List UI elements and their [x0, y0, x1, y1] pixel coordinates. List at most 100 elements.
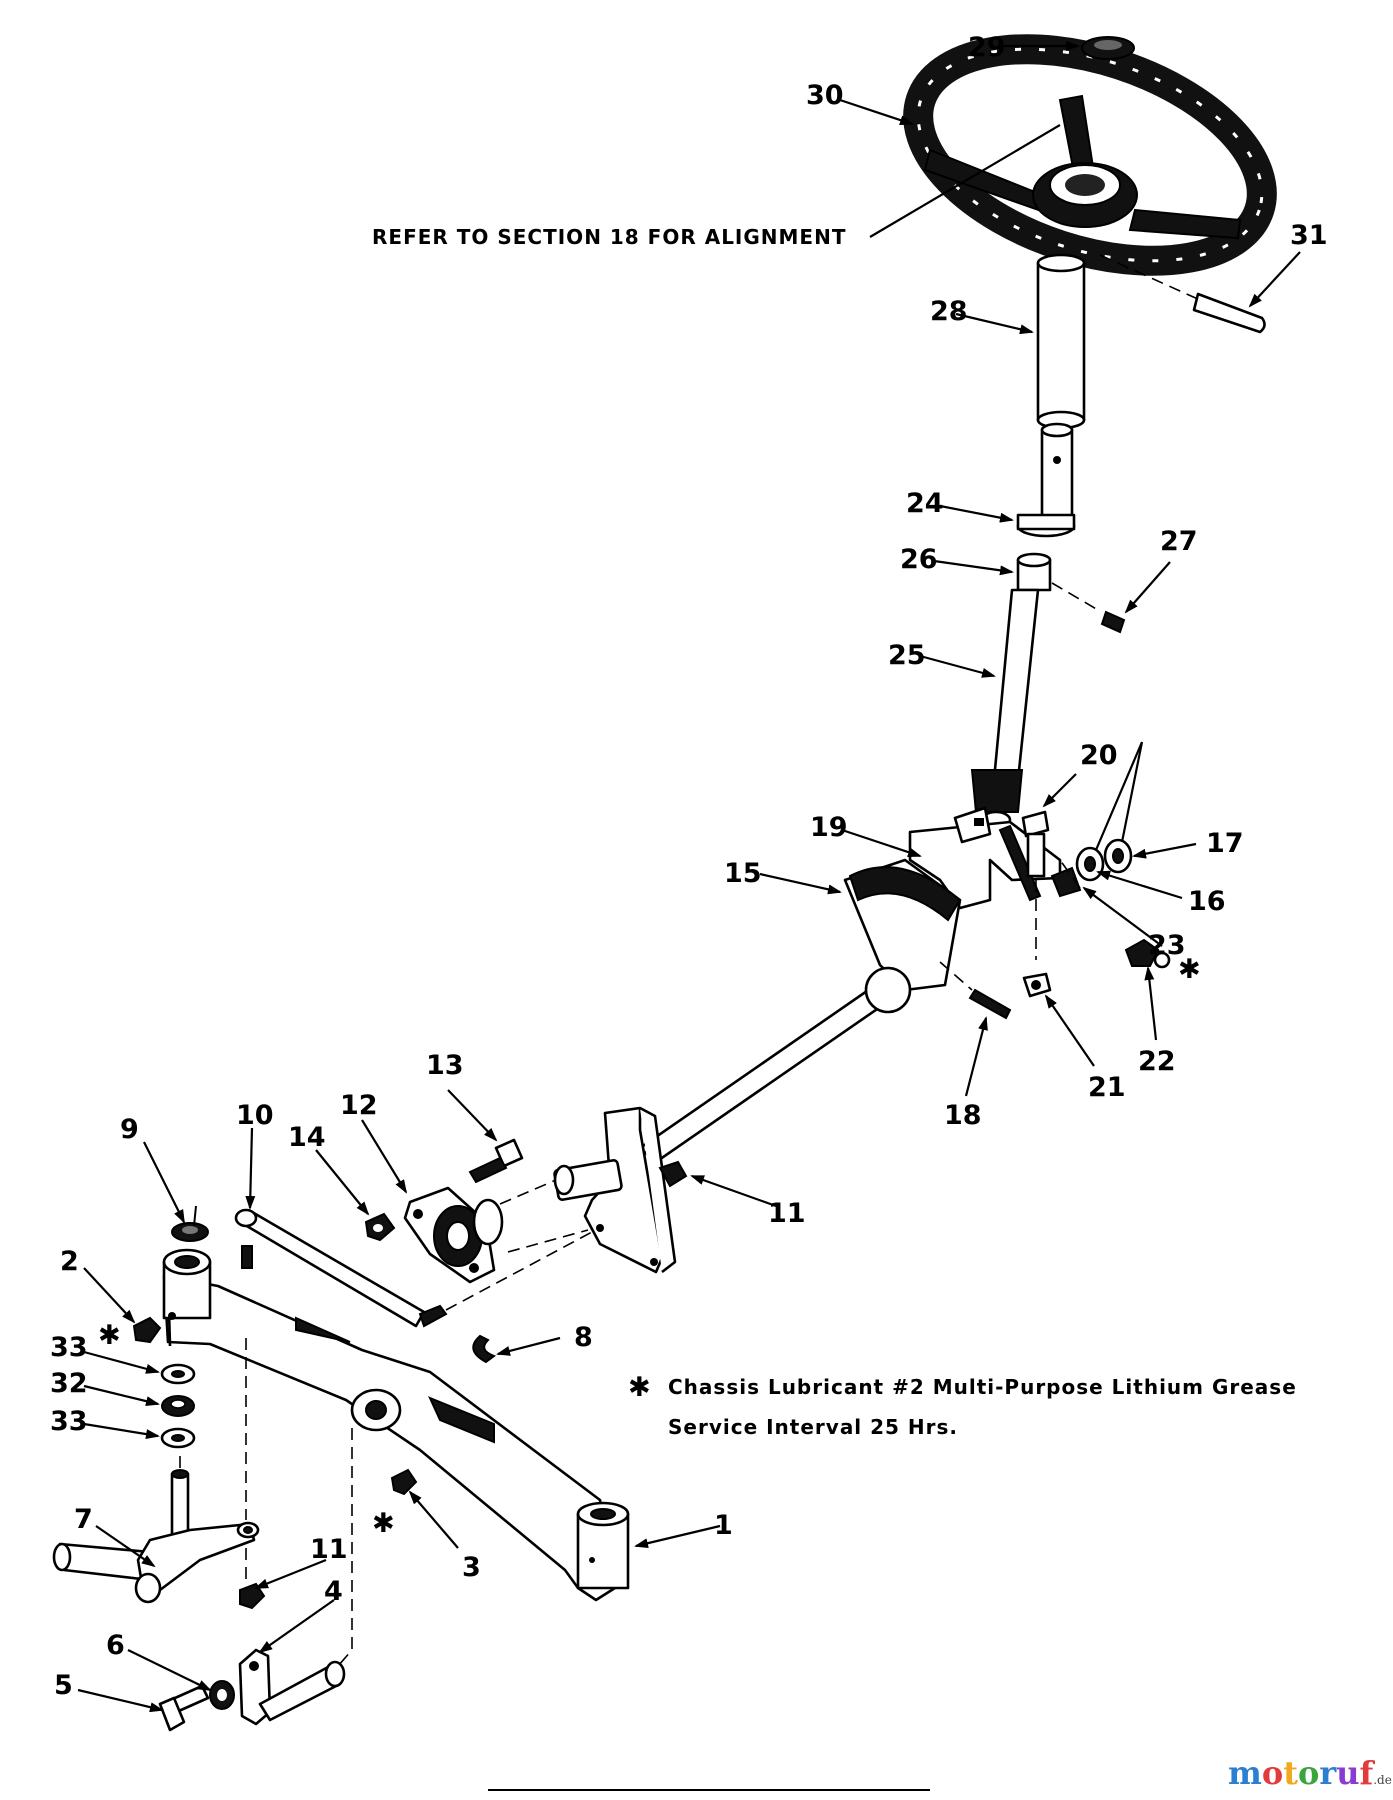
sector-shaft	[638, 966, 912, 1164]
lube-symbol-22: ✱	[1178, 954, 1201, 985]
leader-33b	[83, 1422, 160, 1440]
thrust-washer-lower	[160, 1427, 196, 1449]
set-screw	[1051, 582, 1126, 634]
roll-pin	[1099, 254, 1266, 334]
cotter-pin	[939, 961, 1012, 1020]
leader-27	[1124, 561, 1171, 614]
leader-1	[634, 1524, 721, 1549]
leader-8	[496, 1336, 561, 1356]
leader-28	[955, 312, 1034, 335]
leader-2	[83, 1267, 136, 1324]
lube-symbol-2: ✱	[98, 1320, 121, 1351]
support-bracket	[908, 806, 1062, 910]
svg-text:motoruf.de: motoruf.de	[1228, 1754, 1392, 1792]
flat-washer	[209, 1680, 235, 1710]
steering-wheel	[903, 34, 1277, 276]
washer-leader-b	[1120, 741, 1144, 843]
callout-29: 29	[968, 32, 1006, 63]
bearing-dash-a	[499, 1179, 557, 1205]
thrust-washer-upper	[160, 1363, 196, 1385]
flange-bearing	[403, 1186, 504, 1284]
leader-21	[1044, 994, 1095, 1067]
callout-19: 19	[810, 812, 848, 843]
watermark-logo: motoruf.de	[1228, 1754, 1392, 1792]
front-axle	[162, 1248, 630, 1602]
callout-16: 16	[1188, 886, 1226, 917]
callout-28: 28	[930, 296, 968, 327]
leader-16	[1096, 870, 1183, 900]
leader-19	[841, 828, 922, 858]
steering-tube	[1036, 253, 1086, 430]
bushing	[1016, 513, 1076, 538]
spindle-right	[238, 1648, 346, 1726]
lubricant-note-line1: Chassis Lubricant #2 Multi-Purpose Lithi…	[668, 1375, 1297, 1399]
lock-nut	[364, 1212, 396, 1242]
leader-5	[77, 1688, 164, 1713]
steering-wheel-cap	[1081, 36, 1135, 60]
callout-31: 31	[1290, 220, 1328, 251]
nut	[1022, 972, 1052, 998]
callout-6: 6	[106, 1630, 125, 1661]
callout-17: 17	[1206, 828, 1244, 859]
bearing-washer	[161, 1395, 195, 1417]
washer-leader-a	[1094, 741, 1144, 851]
callout-18: 18	[944, 1100, 982, 1131]
alignment-note: REFER TO SECTION 18 FOR ALIGNMENT	[372, 225, 846, 249]
callout-23: 23	[1148, 930, 1186, 961]
leader-12	[361, 1119, 408, 1194]
callout-2: 2	[60, 1246, 79, 1277]
alignment-leader	[869, 124, 1061, 238]
drag-link-dash	[445, 1231, 593, 1311]
hex-bolt	[158, 1684, 210, 1732]
callout-13: 13	[426, 1050, 464, 1081]
leader-18	[964, 1016, 988, 1097]
callout-3: 3	[462, 1552, 481, 1583]
leader-30	[839, 98, 914, 126]
spindle-right-dash	[337, 1428, 353, 1667]
leader-3	[408, 1490, 459, 1549]
drag-link	[234, 1208, 448, 1328]
callout-10: 10	[236, 1100, 274, 1131]
callout-1: 1	[714, 1510, 733, 1541]
callout-4: 4	[324, 1576, 343, 1607]
callout-30: 30	[806, 80, 844, 111]
leader-24	[939, 504, 1014, 523]
leader-15	[759, 872, 842, 895]
lube-legend-symbol: ✱	[628, 1372, 651, 1403]
leader-10	[245, 1127, 256, 1210]
carriage-bolt	[468, 1138, 524, 1184]
nut-spindle	[239, 1582, 266, 1610]
nut-plate	[658, 1160, 688, 1188]
spacer	[1050, 859, 1082, 898]
callout-32: 32	[50, 1368, 88, 1399]
callout-11b: 11	[310, 1534, 348, 1565]
callout-5: 5	[54, 1670, 73, 1701]
leader-31	[1248, 251, 1301, 308]
leader-14	[315, 1149, 370, 1216]
callout-33a: 33	[50, 1332, 88, 1363]
mount-plate	[553, 1106, 677, 1274]
spring-washer	[1103, 838, 1133, 874]
bolt	[1021, 810, 1050, 960]
collar	[1016, 552, 1052, 592]
callout-7: 7	[74, 1504, 93, 1535]
leader-7	[95, 1525, 156, 1568]
callout-11a: 11	[768, 1198, 806, 1229]
leader-23	[1082, 886, 1163, 947]
leader-9	[143, 1141, 185, 1224]
grease-fitting	[1124, 938, 1171, 969]
callout-14: 14	[288, 1122, 326, 1153]
callout-8: 8	[574, 1322, 593, 1353]
callout-20: 20	[1080, 740, 1118, 771]
leader-6	[127, 1649, 212, 1691]
leader-26	[933, 559, 1014, 576]
retainer-ring	[472, 1334, 497, 1364]
callout-15: 15	[724, 858, 762, 889]
callout-9: 9	[120, 1114, 139, 1145]
callout-33b: 33	[50, 1406, 88, 1437]
callout-22: 22	[1138, 1046, 1176, 1077]
lube-symbol-3: ✱	[372, 1508, 395, 1539]
steering-shaft	[992, 588, 1040, 782]
callout-25: 25	[888, 640, 926, 671]
